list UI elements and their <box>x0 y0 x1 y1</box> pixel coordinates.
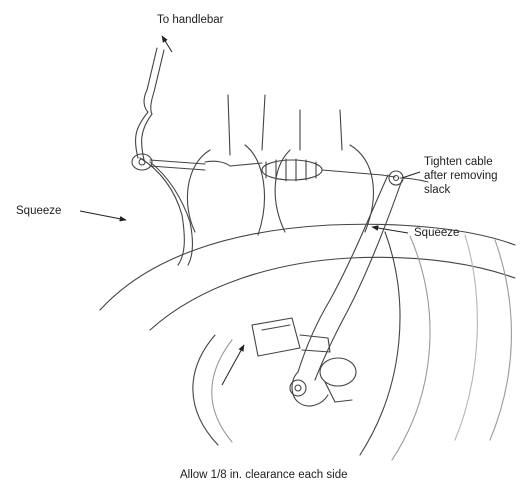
handlebar-label: To handlebar <box>157 13 224 27</box>
wheel-rim <box>100 224 515 460</box>
squeeze-left-arrow <box>80 211 126 220</box>
right-brake-arm <box>290 171 403 406</box>
squeeze-right-label: Squeeze <box>414 226 459 240</box>
tighten-label-line2: after removing <box>424 169 498 183</box>
noodle-cable <box>150 159 395 181</box>
tighten-label-line1: Tighten cable <box>424 155 498 169</box>
left-brake-arm <box>132 154 192 265</box>
tighten-leader-line <box>402 172 420 178</box>
frame-tubes <box>187 95 373 235</box>
clearance-arrow <box>222 345 244 385</box>
tighten-label: Tighten cable after removing slack <box>424 155 498 197</box>
squeeze-right-arrow <box>372 227 408 233</box>
brake-pad <box>252 318 356 402</box>
tighten-label-line3: slack <box>424 183 498 197</box>
clearance-label: Allow 1/8 in. clearance each side <box>180 468 348 482</box>
squeeze-left-label: Squeeze <box>16 204 61 218</box>
handlebar-cable <box>135 48 164 160</box>
handlebar-arrow <box>162 36 172 52</box>
